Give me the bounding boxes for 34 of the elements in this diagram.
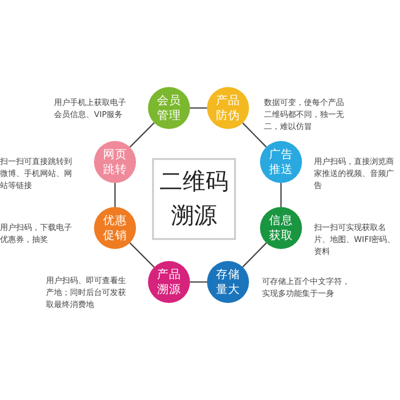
circle-label: 产品溯源 [157,267,181,297]
description-text: 扫一扫可实现获取名片、地图、WIFI密码、资料 [314,222,396,258]
circle-label: 产品防伪 [216,93,240,123]
feature-circle [94,207,136,249]
description-text: 用户扫码、即可查看生产地；同时后台可发获取最终消费地 [46,275,127,311]
title-box [152,158,236,240]
connector-line [129,122,155,148]
connector-line [242,122,267,148]
connector-line [242,242,267,268]
circle-label: 网页跳转 [103,147,127,177]
circle-label: 优惠促销 [103,213,127,243]
description-text: 用户手机上获取电子会员信息、VIP服务 [54,97,127,121]
circle-label: 信息获取 [269,213,293,243]
feature-circle [148,261,190,303]
feature-circle [207,87,249,129]
circle-label: 广告推送 [269,147,293,177]
description-text: 可存储上百个中文字符，实现多功能集于一身 [262,276,351,300]
connector-line [190,281,207,283]
connector-line [129,242,155,268]
feature-circle [94,141,136,183]
circle-label: 会员管理 [157,93,181,123]
description-text: 用户扫码，下载电子优惠券，抽奖 [0,222,73,246]
connector-line [114,183,116,207]
connector-line [280,183,282,207]
feature-circle [260,207,302,249]
description-text: 扫一扫可直接跳转到微博、手机网站、网站等链接 [0,156,73,192]
description-text: 用户扫码，直接浏览商家推送的视频、音频广告 [314,156,395,192]
feature-circle [260,141,302,183]
feature-circle [207,261,249,303]
title-text: 二维码溯源 [158,168,230,231]
connector-line [190,107,207,109]
description-text: 数据可变，使每个产品二维码都不同，独一无二，难以仿冒 [264,97,345,133]
feature-circle [148,87,190,129]
circle-label: 存储量大 [216,267,240,297]
